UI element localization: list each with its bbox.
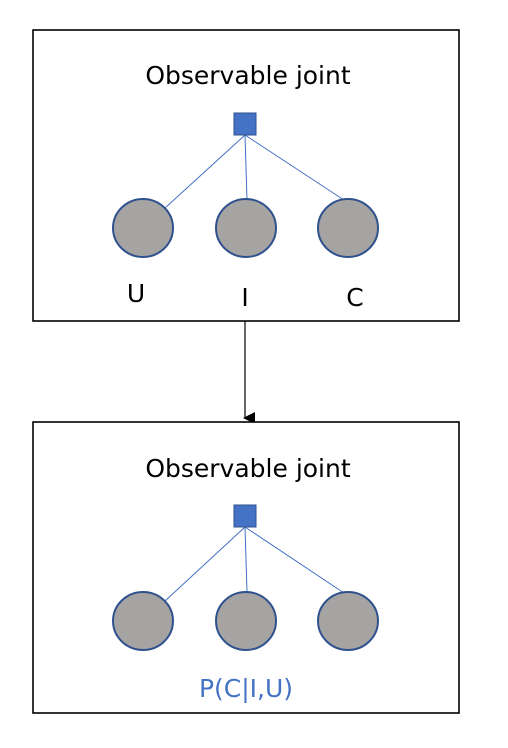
bottom-edge-2 — [244, 526, 248, 593]
bottom-edge-3 — [244, 526, 348, 596]
top-node-i — [215, 198, 277, 258]
top-joint-square — [233, 112, 257, 136]
top-edge-u — [164, 134, 246, 209]
bottom-node-3 — [317, 591, 379, 651]
bottom-panel: Observable joint P(C|I,U) — [32, 421, 460, 714]
top-panel-title: Observable joint — [145, 61, 351, 90]
top-panel: Observable joint U I C — [32, 29, 460, 322]
top-node-c — [317, 198, 379, 258]
bottom-edge-1 — [164, 526, 246, 602]
top-edge-i — [244, 134, 248, 201]
top-node-label-u: U — [127, 279, 145, 308]
bottom-panel-title: Observable joint — [145, 454, 351, 483]
top-node-label-i: I — [241, 283, 248, 312]
bottom-node-2 — [215, 591, 277, 651]
top-edge-c — [244, 134, 348, 203]
bottom-formula: P(C|I,U) — [199, 674, 293, 703]
bottom-joint-square — [233, 504, 257, 528]
bottom-node-1 — [112, 591, 174, 651]
top-node-u — [112, 198, 174, 258]
top-node-label-c: C — [346, 283, 363, 312]
